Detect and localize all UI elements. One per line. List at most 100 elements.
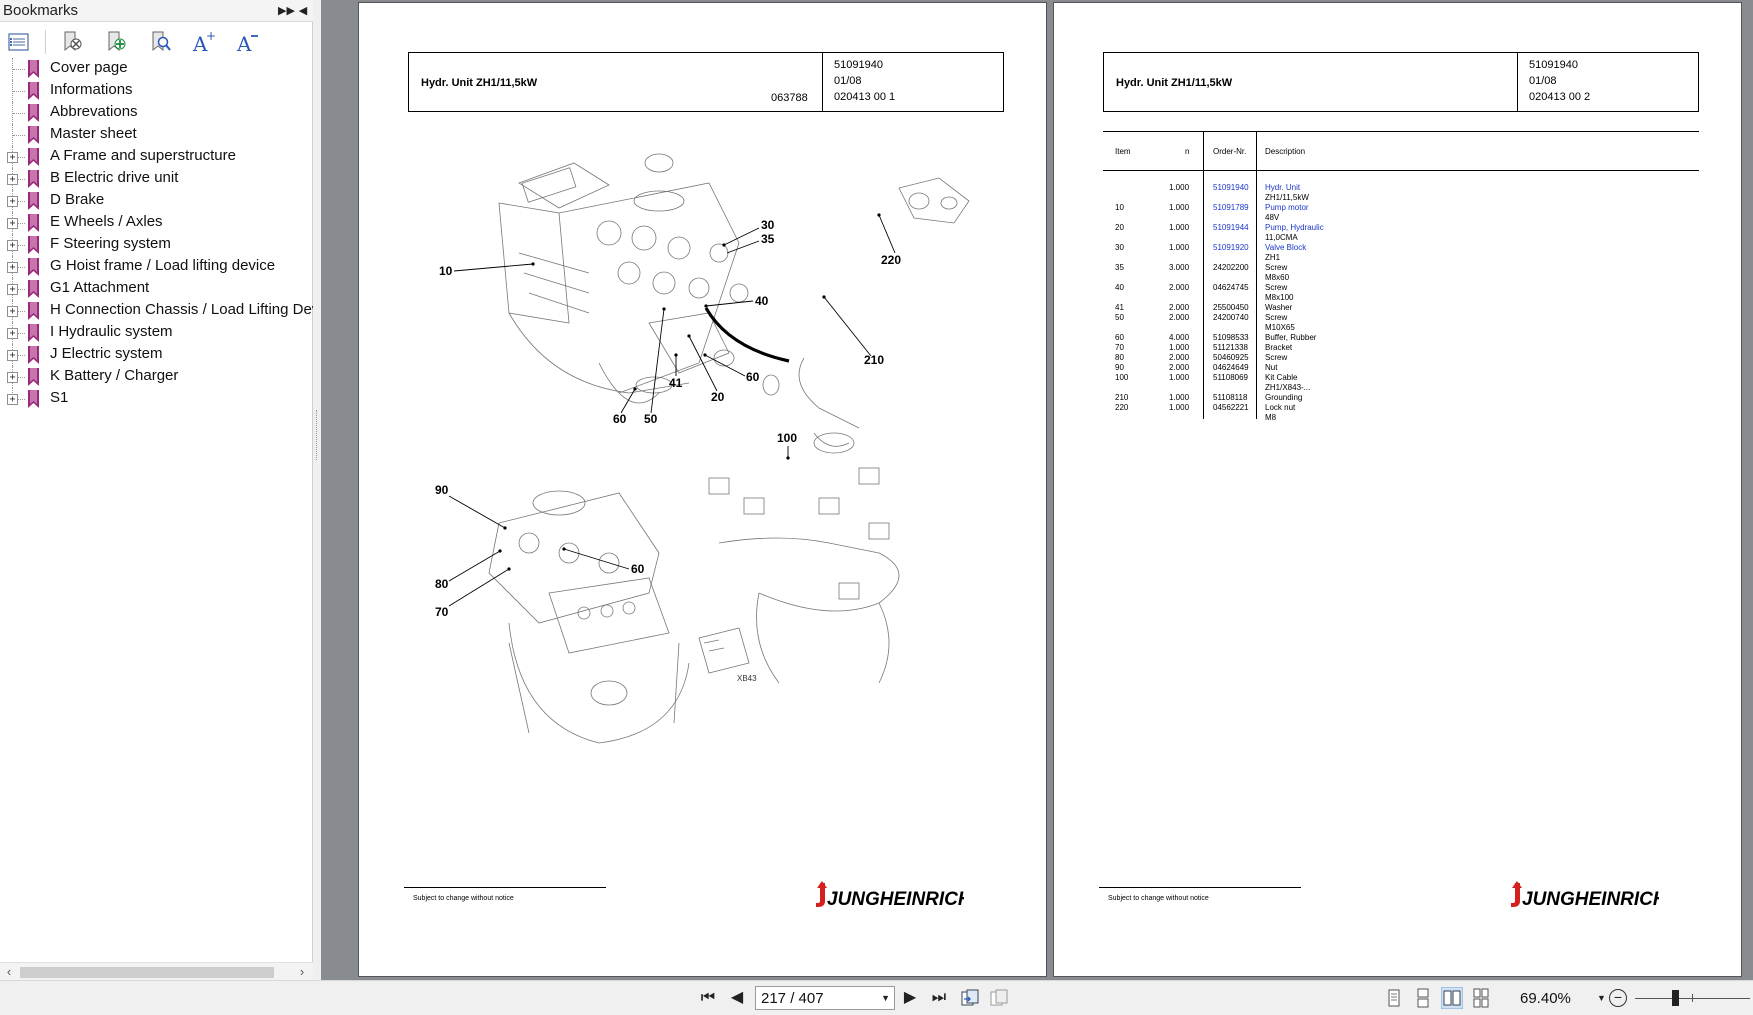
first-page-icon[interactable]: ⏮ xyxy=(700,989,716,1006)
order-number-cell[interactable]: 51091940 xyxy=(1213,183,1249,192)
expand-icon[interactable]: + xyxy=(7,240,18,251)
order-number-cell: 25500450 xyxy=(1213,303,1249,312)
bookmark-label: Informations xyxy=(50,81,133,98)
title-block-divider xyxy=(822,53,823,111)
increase-text-size-icon[interactable]: A + xyxy=(190,29,216,55)
tree-guide-line xyxy=(13,113,25,114)
description-cell: Grounding xyxy=(1265,393,1303,402)
scroll-left-icon[interactable]: ‹ xyxy=(6,964,12,979)
description-cell[interactable]: Hydr. Unit xyxy=(1265,183,1301,192)
expand-icon[interactable]: + xyxy=(7,196,18,207)
callout-30[interactable]: 30 xyxy=(761,218,775,232)
callout-220[interactable]: 220 xyxy=(881,253,901,267)
expand-icon[interactable]: + xyxy=(7,152,18,163)
panel-splitter[interactable] xyxy=(313,0,321,980)
bookmark-item[interactable]: Cover page xyxy=(0,58,313,80)
bookmark-item[interactable]: +B Electric drive unit xyxy=(0,168,313,190)
previous-page-icon[interactable]: ◀ xyxy=(730,989,744,1006)
callout-35[interactable]: 35 xyxy=(761,232,775,246)
expand-icon[interactable]: + xyxy=(7,394,18,405)
bookmark-item[interactable]: Master sheet xyxy=(0,124,313,146)
zoom-out-icon[interactable]: − xyxy=(1609,989,1627,1007)
bookmark-item[interactable]: +I Hydraulic system xyxy=(0,322,313,344)
callout-90[interactable]: 90 xyxy=(435,483,449,497)
table-col-divider xyxy=(1256,131,1257,419)
footer-note: Subject to change without notice xyxy=(413,895,514,902)
previous-view-icon[interactable] xyxy=(959,987,981,1009)
continuous-view-icon[interactable] xyxy=(1412,987,1434,1009)
expand-icon[interactable]: + xyxy=(7,262,18,273)
next-page-icon[interactable]: ▶ xyxy=(903,989,917,1006)
zoom-level[interactable]: 69.40% xyxy=(1520,990,1571,1007)
callout-50[interactable]: 50 xyxy=(644,412,658,426)
zoom-slider-thumb[interactable] xyxy=(1672,990,1679,1006)
expand-icon[interactable]: + xyxy=(7,174,18,185)
document-view[interactable]: Hydr. Unit ZH1/11,5kW 063788 51091940 01… xyxy=(321,0,1753,980)
callout-60-top[interactable]: 60 xyxy=(746,370,760,384)
callout-10[interactable]: 10 xyxy=(439,264,453,278)
chevron-down-icon[interactable]: ▼ xyxy=(881,993,890,1003)
expand-icon[interactable]: + xyxy=(7,350,18,361)
scroll-right-icon[interactable]: › xyxy=(299,964,305,979)
bookmark-item[interactable]: +D Brake xyxy=(0,190,313,212)
quantity-cell: 2.000 xyxy=(1169,363,1190,372)
description-cell[interactable]: Valve Block xyxy=(1265,243,1307,252)
next-view-icon[interactable] xyxy=(988,987,1010,1009)
description-cell[interactable]: Pump, Hydraulic xyxy=(1265,223,1324,232)
expand-icon[interactable]: + xyxy=(7,328,18,339)
quantity-cell: 1.000 xyxy=(1169,203,1190,212)
description-cell: Buffer, Rubber xyxy=(1265,333,1317,342)
table-rule-top xyxy=(1103,131,1699,132)
expand-icon[interactable]: + xyxy=(7,284,18,295)
expand-icon[interactable]: + xyxy=(7,306,18,317)
bookmark-item[interactable]: +S1 xyxy=(0,388,313,410)
bookmark-item[interactable]: +H Connection Chassis / Load Lifting Dev… xyxy=(0,300,313,322)
bookmark-item[interactable]: Informations xyxy=(0,80,313,102)
bookmark-item[interactable]: +K Battery / Charger xyxy=(0,366,313,388)
bookmark-item[interactable]: Abbrevations xyxy=(0,102,313,124)
chevron-down-icon[interactable]: ▼ xyxy=(1597,993,1606,1003)
decrease-text-size-icon[interactable]: A xyxy=(234,29,260,55)
order-number-cell[interactable]: 51091789 xyxy=(1213,203,1249,212)
bookmark-item[interactable]: +F Steering system xyxy=(0,234,313,256)
callout-41[interactable]: 41 xyxy=(669,376,683,390)
bookmark-icon xyxy=(28,280,39,298)
single-page-view-icon[interactable] xyxy=(1383,987,1405,1009)
bookmark-item[interactable]: +G1 Attachment xyxy=(0,278,313,300)
callout-210[interactable]: 210 xyxy=(864,353,884,367)
bookmark-item[interactable]: +A Frame and superstructure xyxy=(0,146,313,168)
continuous-facing-view-icon[interactable] xyxy=(1470,987,1492,1009)
facing-pages-view-icon[interactable] xyxy=(1441,987,1463,1009)
delete-bookmark-icon[interactable] xyxy=(60,29,86,55)
triangle-left-icon[interactable]: ◀ xyxy=(298,5,308,17)
bookmark-label: J Electric system xyxy=(50,345,163,362)
page-number-combobox[interactable]: 217 / 407 ▼ xyxy=(755,986,895,1010)
page-indicator: 217 / 407 xyxy=(761,990,824,1007)
bookmark-item[interactable]: +G Hoist frame / Load lifting device xyxy=(0,256,313,278)
description-cell[interactable]: Pump motor xyxy=(1265,203,1309,212)
quantity-cell: 1.000 xyxy=(1169,223,1190,232)
bookmark-item[interactable]: +E Wheels / Axles xyxy=(0,212,313,234)
callout-70[interactable]: 70 xyxy=(435,605,449,619)
scrollbar-thumb[interactable] xyxy=(20,967,274,978)
quantity-cell: 2.000 xyxy=(1169,353,1190,362)
find-bookmark-icon[interactable] xyxy=(148,29,174,55)
bookmarks-horizontal-scrollbar[interactable]: ‹ › xyxy=(0,962,313,980)
bookmark-item[interactable]: + J Electric system xyxy=(0,344,313,366)
callout-60-lower[interactable]: 60 xyxy=(631,562,645,576)
last-page-icon[interactable]: ⏭ xyxy=(931,989,947,1006)
order-number-cell[interactable]: 51091920 xyxy=(1213,243,1249,252)
bookmark-options-icon[interactable] xyxy=(6,29,32,55)
callout-60-bottom[interactable]: 60 xyxy=(613,412,627,426)
callout-80[interactable]: 80 xyxy=(435,577,449,591)
callout-40[interactable]: 40 xyxy=(755,294,769,308)
description-detail: ZH1/11,5kW xyxy=(1265,193,1309,202)
add-bookmark-icon[interactable] xyxy=(104,29,130,55)
callout-100[interactable]: 100 xyxy=(777,431,797,445)
expand-icon[interactable]: + xyxy=(7,218,18,229)
order-number-cell[interactable]: 51091944 xyxy=(1213,223,1249,232)
expand-icon[interactable]: + xyxy=(7,372,18,383)
double-chevron-right-icon[interactable]: ▶▶ xyxy=(278,5,295,17)
callout-20[interactable]: 20 xyxy=(711,390,725,404)
